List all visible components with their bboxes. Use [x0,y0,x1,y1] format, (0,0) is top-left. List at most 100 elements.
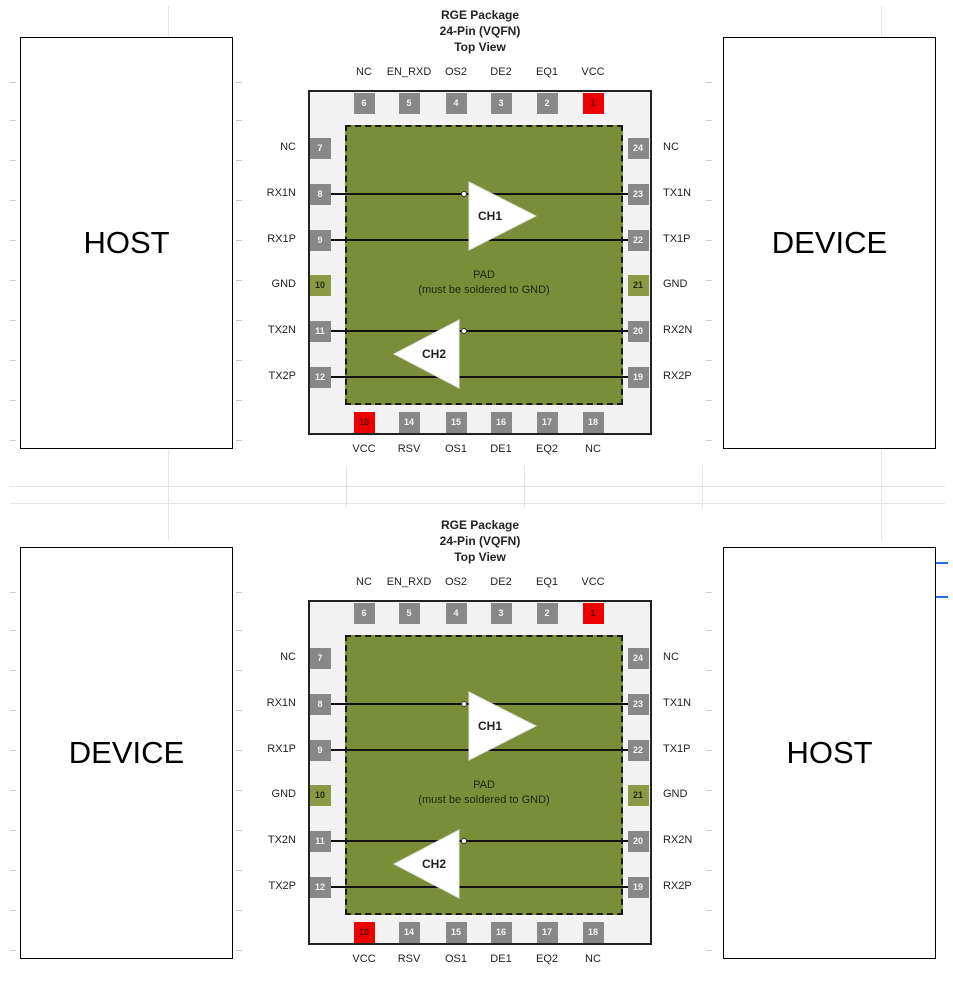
inverting-input-dot [461,191,467,197]
pin-24: 24 [627,137,649,159]
grid-line [168,6,169,36]
grid-line [881,6,882,36]
pin-label-rx1n: RX1N [266,187,296,199]
grid-tick [10,320,16,321]
pad-label: PAD(must be soldered to GND) [345,778,623,808]
grid-tick [236,592,242,593]
grid-line [168,450,169,540]
grid-tick [10,400,16,401]
pin-22: 22 [627,739,649,761]
pin-10: 10 [309,784,331,806]
ch2-amplifier-icon [392,319,460,389]
left-block-box: HOST [20,37,233,449]
package-title-line: 24-Pin (VQFN) [439,534,521,548]
grid-tick [236,320,242,321]
grid-tick [10,750,16,751]
pin-4: 4 [445,602,467,624]
grid-line [10,503,945,504]
grid-tick [706,280,712,281]
grid-tick [236,160,242,161]
pin-15: 15 [445,411,467,433]
grid-tick [10,630,16,631]
pin-label-nc: NC [280,651,296,663]
pin-16: 16 [490,921,512,943]
channel-label-ch2: CH2 [422,347,447,361]
grid-tick [236,830,242,831]
channel-label-ch2: CH2 [422,857,447,871]
grid-tick [236,240,242,241]
grid-tick [706,950,712,951]
grid-tick [10,120,16,121]
pin-21: 21 [627,784,649,806]
pin-5: 5 [398,92,420,114]
pin-20: 20 [627,830,649,852]
pin-3: 3 [490,602,512,624]
pin-1: 1 [582,92,604,114]
pin-label-tx2n: TX2N [267,834,296,846]
grid-tick [706,320,712,321]
pin-label-tx2p: TX2P [268,370,296,382]
grid-tick [706,160,712,161]
grid-tick [10,710,16,711]
grid-tick [706,750,712,751]
ch1-amplifier-icon [468,181,538,251]
grid-tick [706,400,712,401]
grid-tick [10,592,16,593]
ch1-amplifier-icon [468,691,538,761]
grid-tick [706,830,712,831]
pin-label-rx2n: RX2N [663,324,693,336]
grid-tick [10,360,16,361]
pin-13: 13 [353,921,375,943]
pin-17: 17 [536,411,558,433]
pin-label-tx2n: TX2N [267,324,296,336]
grid-tick [10,280,16,281]
pin-label-gnd: GND [271,788,296,800]
grid-tick [236,670,242,671]
pin-9: 9 [309,229,331,251]
pin-label-rx1n: RX1N [266,697,296,709]
pin-label-nc: NC [585,953,601,965]
pin-label-tx1n: TX1N [663,697,692,709]
grid-tick [706,82,712,83]
pin-7: 7 [309,137,331,159]
inverting-input-dot [461,701,467,707]
pin-12: 12 [309,366,331,388]
pin-21: 21 [627,274,649,296]
pin-label-rx2n: RX2N [663,834,693,846]
pin-label-de1: DE1 [490,443,512,455]
pin-label-tx1p: TX1P [663,743,691,755]
signal-wire [320,376,640,378]
grid-tick [706,120,712,121]
pin-8: 8 [309,183,331,205]
pin-label-nc: NC [356,66,372,78]
grid-tick [10,82,16,83]
right-block-box: HOST [723,547,936,959]
pin-label-vcc: VCC [352,443,376,455]
package-title-line: RGE Package [440,8,520,22]
grid-tick [10,160,16,161]
grid-tick [706,790,712,791]
thermal-pad [345,635,623,915]
pin-label-tx1p: TX1P [663,233,691,245]
grid-tick [706,360,712,361]
thermal-pad [345,125,623,405]
pin-label-rsv: RSV [397,443,421,455]
pin-label-nc: NC [280,141,296,153]
pin-19: 19 [627,876,649,898]
pin-label-rsv: RSV [397,953,421,965]
pin-23: 23 [627,183,649,205]
blue-marker [936,596,948,598]
pin-7: 7 [309,647,331,669]
pin-6: 6 [353,602,375,624]
pin-2: 2 [536,602,558,624]
grid-line [10,486,945,487]
grid-tick [236,870,242,871]
pin-label-nc: NC [663,651,679,663]
channel-label-ch1: CH1 [478,719,503,733]
pin-label-os2: OS2 [444,66,467,78]
blue-marker [936,562,948,564]
grid-tick [10,440,16,441]
pad-label-line: PAD [473,269,495,281]
grid-tick [236,910,242,911]
